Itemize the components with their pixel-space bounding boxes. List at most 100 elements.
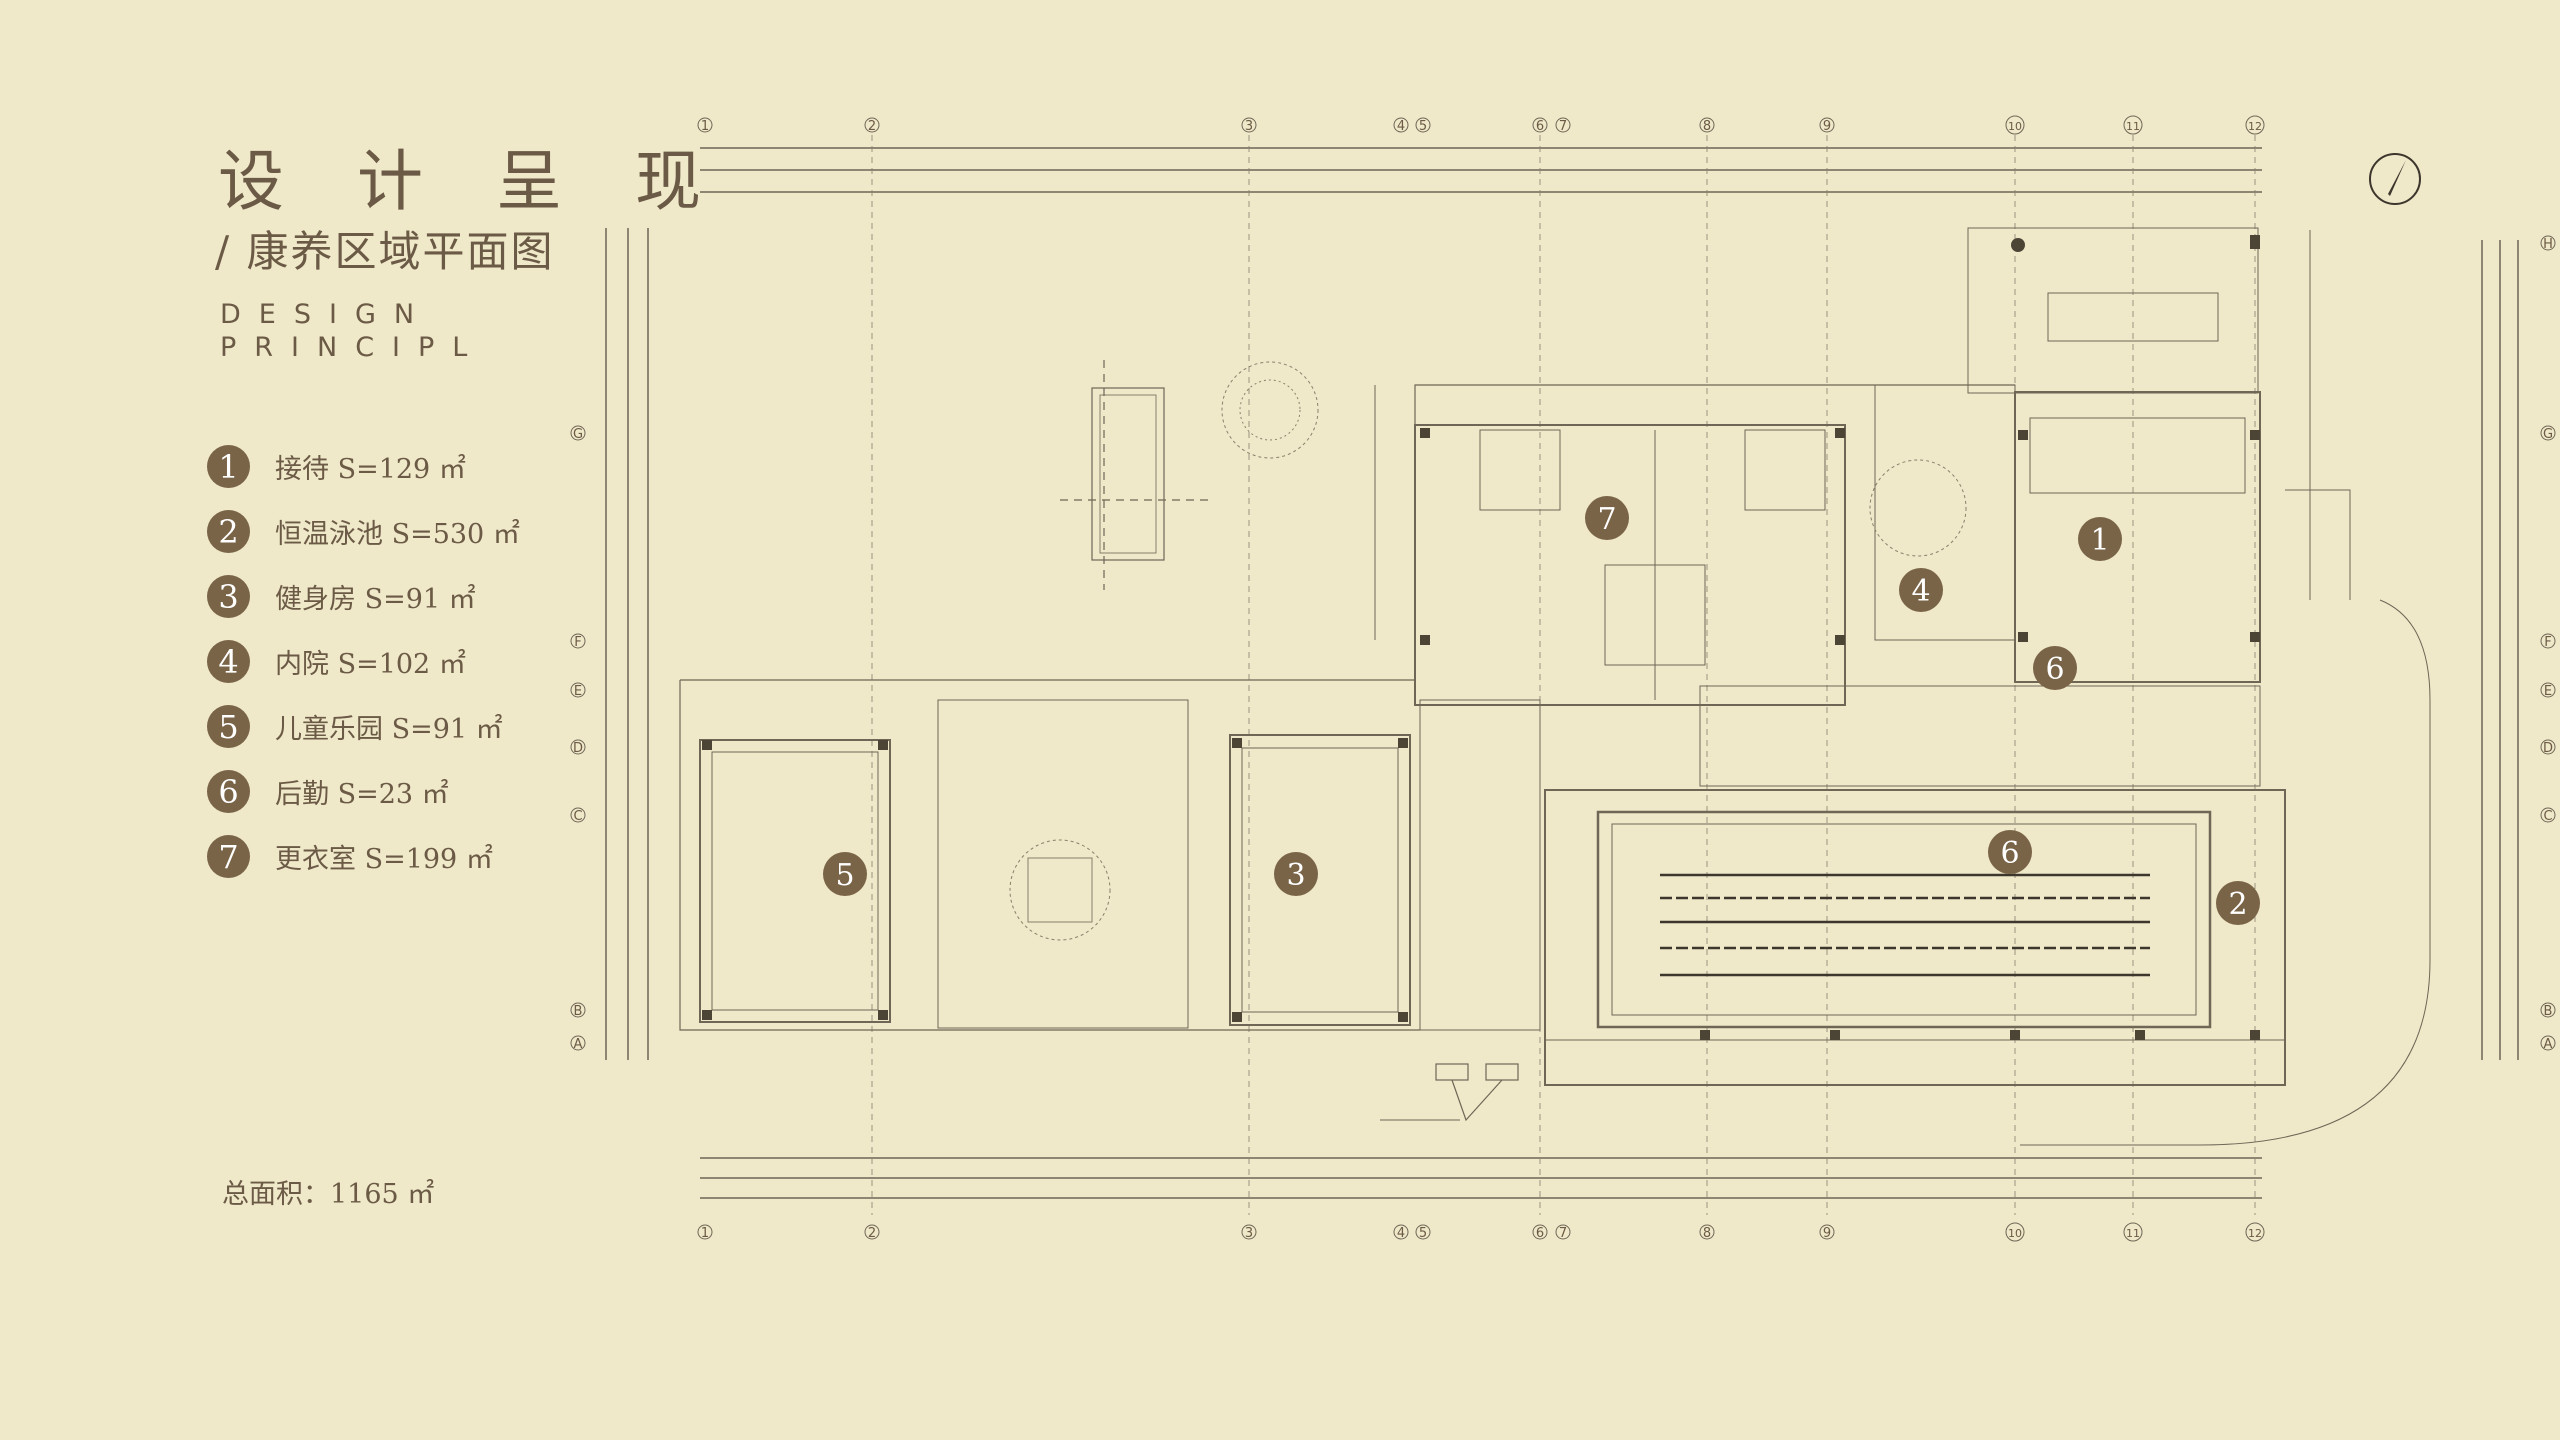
structural-column xyxy=(2018,632,2028,642)
axis-marker-right: C xyxy=(2540,807,2556,824)
structural-column xyxy=(1830,1030,1840,1040)
svg-text:B: B xyxy=(2544,1004,2553,1019)
axis-marker-left: D xyxy=(570,739,586,756)
legend-item: 7 更衣室 S=199 ㎡ xyxy=(207,824,520,889)
svg-text:D: D xyxy=(573,741,583,756)
svg-text:B: B xyxy=(574,1004,583,1019)
svg-text:5: 5 xyxy=(835,858,854,893)
axis-marker-right: F xyxy=(2540,633,2556,650)
svg-text:C: C xyxy=(573,809,582,824)
legend-number-badge: 1 xyxy=(207,445,250,488)
axis-marker-bottom: 9 xyxy=(1819,1224,1835,1241)
page-title: 设 计 呈 现 xyxy=(218,143,727,220)
svg-text:6: 6 xyxy=(1536,1226,1544,1241)
room-service xyxy=(1699,685,2261,787)
structural-column xyxy=(1835,635,1845,645)
svg-text:1: 1 xyxy=(701,1226,709,1241)
structural-column xyxy=(2011,238,2025,252)
structural-column xyxy=(702,740,712,750)
legend-label: 内院 S=102 ㎡ xyxy=(275,649,466,680)
english-title-line1: DESIGN xyxy=(220,299,433,330)
legend-number-badge: 4 xyxy=(207,640,250,683)
room-marker: 7 xyxy=(1585,496,1629,540)
structural-column xyxy=(878,740,888,750)
room-marker: 6 xyxy=(1988,830,2032,874)
structural-column xyxy=(2018,430,2028,440)
svg-text:12: 12 xyxy=(2248,1227,2262,1240)
svg-text:3: 3 xyxy=(1286,858,1305,893)
structural-column xyxy=(702,1010,712,1020)
structural-column xyxy=(2250,632,2260,642)
structural-column xyxy=(1700,1030,1710,1040)
structural-column xyxy=(2135,1030,2145,1040)
svg-text:6: 6 xyxy=(1536,119,1544,134)
legend-label: 更衣室 S=199 ㎡ xyxy=(275,844,493,875)
room-kids-playground xyxy=(699,739,891,1023)
legend-label: 接待 S=129 ㎡ xyxy=(275,454,466,485)
svg-text:7: 7 xyxy=(1597,502,1616,537)
axis-marker-left: A xyxy=(570,1035,586,1052)
svg-text:E: E xyxy=(2544,684,2552,699)
svg-text:11: 11 xyxy=(2126,120,2140,133)
swimming-pool xyxy=(1596,810,2212,1029)
svg-text:5: 5 xyxy=(1419,1226,1427,1241)
axis-marker-top: 10 xyxy=(2005,115,2025,135)
svg-text:4: 4 xyxy=(1397,1226,1405,1241)
landscape-tree xyxy=(1221,361,1319,459)
axis-marker-bottom: 5 xyxy=(1415,1224,1431,1241)
axis-marker-right: A xyxy=(2540,1035,2556,1052)
room-inner-courtyard xyxy=(1874,384,2016,641)
room-marker: 1 xyxy=(2078,517,2122,561)
axis-marker-bottom: 11 xyxy=(2123,1222,2143,1242)
svg-text:E: E xyxy=(574,684,582,699)
svg-text:G: G xyxy=(573,427,583,442)
total-area-label: 总面积：1165 ㎡ xyxy=(222,1179,435,1210)
legend-item: 5 儿童乐园 S=91 ㎡ xyxy=(207,694,520,759)
axis-marker-left: F xyxy=(570,633,586,650)
svg-text:F: F xyxy=(2544,635,2551,650)
svg-text:H: H xyxy=(2543,237,2553,252)
svg-text:10: 10 xyxy=(2008,120,2022,133)
svg-text:8: 8 xyxy=(1703,1226,1711,1241)
svg-text:1: 1 xyxy=(2090,523,2109,558)
structural-column xyxy=(2010,1030,2020,1040)
legend-number-badge: 6 xyxy=(207,770,250,813)
axis-marker-right: G xyxy=(2540,425,2556,442)
room-marker: 3 xyxy=(1274,852,1318,896)
english-title: DESIGN PRINCIPL xyxy=(220,298,485,364)
axis-marker-top: 3 xyxy=(1241,117,1257,134)
landscape-tree xyxy=(1239,379,1301,441)
axis-marker-right: B xyxy=(2540,1002,2556,1019)
svg-text:6: 6 xyxy=(2000,836,2019,871)
axis-marker-top: 11 xyxy=(2123,115,2143,135)
axis-number-markers: 1 2 3 4 5 6 7 8 9 10 11 12 1 2 3 4 5 6 7… xyxy=(570,115,2556,1242)
legend-label: 后勤 S=23 ㎡ xyxy=(275,779,449,810)
svg-text:1: 1 xyxy=(701,119,709,134)
english-title-line2: PRINCIPL xyxy=(220,332,486,363)
area-legend: 1 接待 S=129 ㎡ 2 恒温泳池 S=530 ㎡ 3 健身房 S=91 ㎡… xyxy=(207,434,520,889)
axis-marker-right: H xyxy=(2540,235,2556,252)
axis-marker-left: E xyxy=(570,682,586,699)
svg-text:12: 12 xyxy=(2248,120,2262,133)
structural-column xyxy=(1398,1012,1408,1022)
structural-column xyxy=(2250,235,2260,249)
legend-label: 恒温泳池 S=530 ㎡ xyxy=(275,519,520,550)
legend-number-badge: 3 xyxy=(207,575,250,618)
axis-marker-bottom: 3 xyxy=(1241,1224,1257,1241)
axis-marker-bottom: 4 xyxy=(1393,1224,1409,1241)
legend-label: 儿童乐园 S=91 ㎡ xyxy=(275,714,503,745)
room-gym xyxy=(1229,734,1411,1026)
detail-callout xyxy=(1091,387,1165,561)
axis-marker-top: 9 xyxy=(1819,117,1835,134)
room-marker: 4 xyxy=(1899,568,1943,612)
room-marker: 5 xyxy=(823,852,867,896)
axis-marker-left: C xyxy=(570,807,586,824)
structural-column xyxy=(2250,1030,2260,1040)
axis-marker-top: 12 xyxy=(2245,115,2265,135)
legend-number-badge: 2 xyxy=(207,510,250,553)
axis-marker-left: B xyxy=(570,1002,586,1019)
courtyard-left xyxy=(937,699,1189,1029)
structural-column xyxy=(878,1010,888,1020)
svg-text:11: 11 xyxy=(2126,1227,2140,1240)
